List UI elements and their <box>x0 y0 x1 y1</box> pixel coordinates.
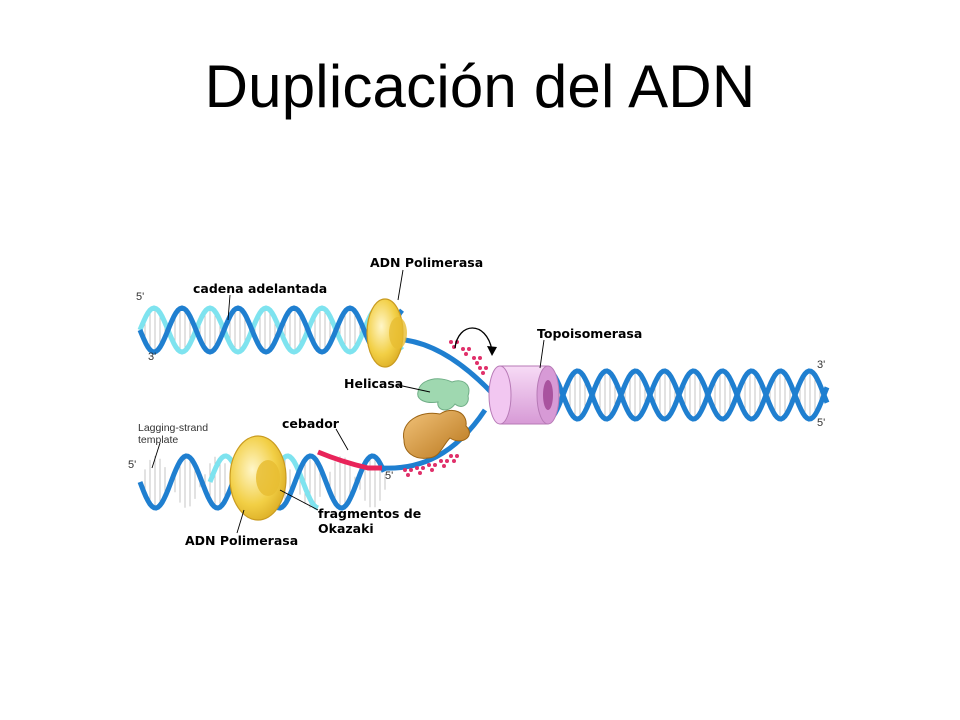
base-pair-rungs <box>144 308 401 352</box>
lagging-template-label-line2: template <box>138 434 178 446</box>
leading-strand-duplex <box>137 305 404 355</box>
rotation-arrow-icon <box>454 327 497 356</box>
helicase-label: Helicasa <box>344 376 403 391</box>
topoisomerase-protein <box>488 365 560 425</box>
dna-polymerase-top <box>366 298 407 368</box>
end-label-top-left-5: 5' <box>136 291 144 303</box>
helicase-protein <box>417 378 470 411</box>
leading-strand-new <box>137 305 404 355</box>
primase-protein <box>403 410 470 459</box>
primer-label: cebador <box>282 416 340 431</box>
end-label-right-5: 5' <box>817 417 825 429</box>
leader-lines <box>151 269 545 534</box>
end-label-bottom-left-5: 5' <box>128 459 136 471</box>
slide-title: Duplicación del ADN <box>204 53 756 120</box>
okazaki-label-line1: fragmentos de <box>318 506 421 521</box>
leading-strand-label: cadena adelantada <box>193 281 327 296</box>
end-label-right-3: 3' <box>817 359 825 371</box>
dna-polymerase-bottom-label: ADN Polimerasa <box>185 533 298 548</box>
dna-polymerase-top-label: ADN Polimerasa <box>370 255 483 270</box>
end-label-top-left-3: 3' <box>148 351 156 363</box>
lagging-template-label-line1: Lagging-strand <box>138 422 208 434</box>
end-label-primer-5: 5' <box>385 470 393 482</box>
dna-polymerase-bottom <box>229 435 287 521</box>
unwound-strand-top <box>404 337 494 395</box>
okazaki-label-line2: Okazaki <box>318 521 374 536</box>
leading-strand-template <box>137 305 404 355</box>
rna-primer <box>317 449 382 471</box>
unwound-strand-bottom <box>381 408 488 471</box>
topoisomerase-label: Topoisomerasa <box>537 326 642 341</box>
